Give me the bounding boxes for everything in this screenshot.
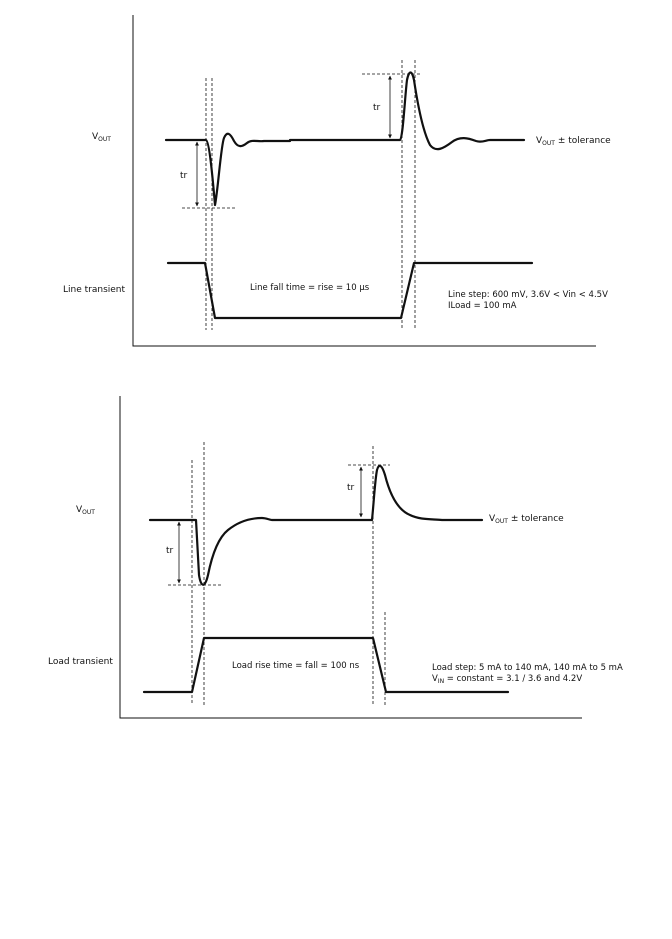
line-step-text-2: ILoad = 100 mA (448, 301, 517, 311)
load-tr-label-2: tr (347, 483, 355, 493)
line-diagram-frame (132, 15, 596, 347)
line-input-waveform (166, 261, 534, 320)
line-transient-diagram: VOUT tr tr VOUT ± tolerance Line transie… (63, 15, 611, 347)
line-tr-label-2: tr (373, 103, 381, 113)
line-step-text-1: Line step: 600 mV, 3.6V < Vin < 4.5V (448, 290, 608, 300)
load-tolerance-label: VOUT ± tolerance (489, 514, 564, 525)
load-vout-label: VOUT (76, 505, 95, 516)
line-tolerance-label: VOUT ± tolerance (536, 136, 611, 147)
load-tr-label-1: tr (166, 546, 174, 556)
load-input-waveform (142, 636, 510, 694)
load-vin-text: VIN = constant = 3.1 / 3.6 and 4.2V (432, 674, 582, 685)
load-rise-time-text: Load rise time = fall = 100 ns (232, 661, 360, 671)
line-fall-time-text: Line fall time = rise = 10 µs (250, 283, 370, 293)
line-vout-waveform (164, 71, 526, 207)
line-tr-label-1: tr (180, 171, 188, 181)
line-transient-label: Line transient (63, 285, 125, 295)
line-vout-label: VOUT (92, 132, 111, 143)
load-transient-diagram: VOUT tr tr VOUT ± tolerance Load transie… (48, 396, 623, 719)
load-diagram-frame (119, 396, 582, 719)
load-transient-label: Load transient (48, 657, 113, 667)
load-step-text-1: Load step: 5 mA to 140 mA, 140 mA to 5 m… (432, 663, 623, 673)
load-vout-waveform (148, 464, 484, 586)
